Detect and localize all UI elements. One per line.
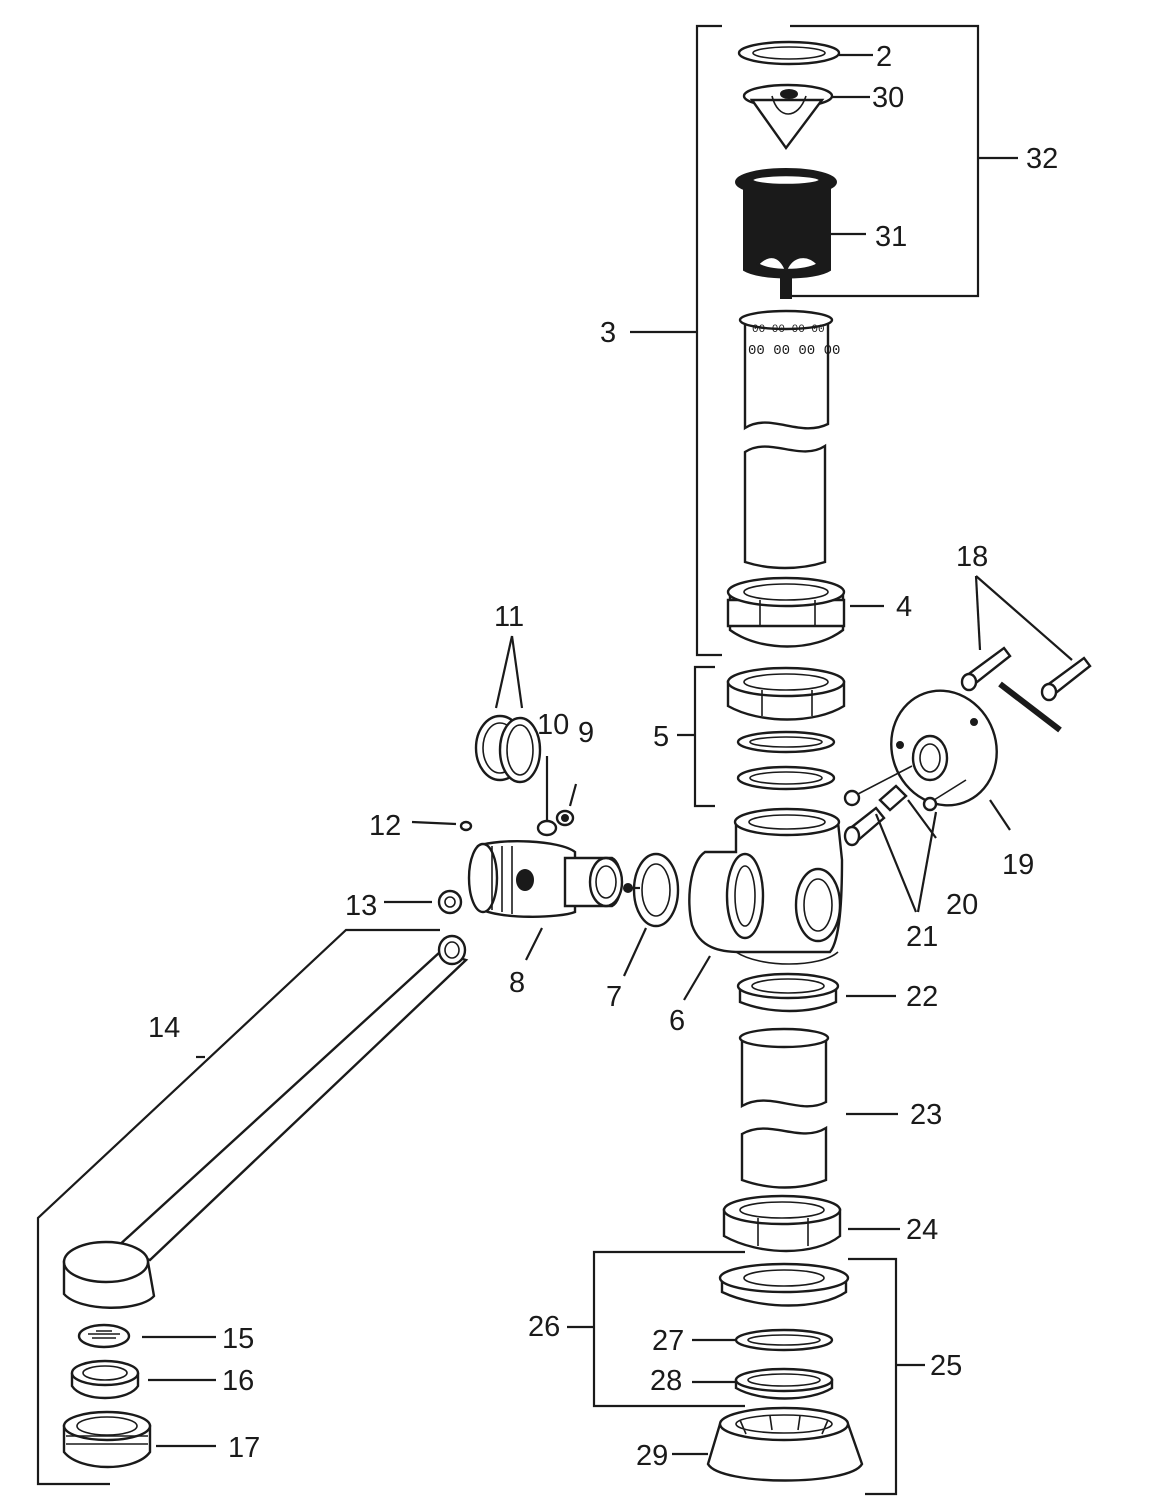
part-30-cone — [742, 83, 870, 151]
label-26: 26 — [528, 1311, 560, 1343]
label-2: 2 — [876, 41, 892, 73]
part-31-sleeve — [735, 168, 866, 299]
label-5: 5 — [653, 721, 669, 753]
label-9: 9 — [578, 717, 594, 749]
label-11: 11 — [494, 601, 524, 633]
part-9-ring — [555, 783, 578, 827]
label-16: 16 — [222, 1365, 254, 1397]
label-21: 21 — [906, 921, 938, 953]
part-29-spud-nut — [672, 1406, 864, 1482]
part-17-nut — [62, 1410, 216, 1469]
label-27: 27 — [652, 1325, 684, 1357]
label-30: 30 — [872, 82, 904, 114]
bracket-26 — [567, 1250, 745, 1408]
part-21-screws — [843, 765, 967, 913]
label-32: 32 — [1026, 143, 1058, 175]
label-13: 13 — [345, 890, 377, 922]
label-18: 18 — [956, 541, 988, 573]
part-10-screw — [536, 756, 558, 837]
part-5-nut-set — [726, 666, 846, 791]
part-27-washer — [692, 1328, 834, 1352]
part-6-valve-body — [688, 807, 844, 965]
label-22: 22 — [906, 981, 938, 1013]
label-29: 29 — [636, 1440, 668, 1472]
part-11-o-rings — [474, 635, 542, 784]
part-18-screws — [960, 575, 1092, 733]
label-28: 28 — [650, 1365, 682, 1397]
part-28-washer — [692, 1367, 834, 1400]
label-8: 8 — [509, 967, 525, 999]
label-23: 23 — [910, 1099, 942, 1131]
part-22-union — [736, 972, 896, 1013]
label-17: 17 — [228, 1432, 260, 1464]
label-15: 15 — [222, 1323, 254, 1355]
leader-lines — [525, 927, 711, 1001]
label-4: 4 — [896, 591, 912, 623]
part-15-screen — [77, 1323, 216, 1349]
part-24-nut — [722, 1194, 900, 1253]
label-14: 14 — [148, 1012, 180, 1044]
bracket-25 — [848, 1257, 925, 1496]
svg-text:00 00 00 00: 00 00 00 00 — [752, 324, 825, 336]
label-20: 20 — [946, 889, 978, 921]
bracket-32 — [790, 24, 1018, 298]
label-10: 10 — [537, 709, 569, 741]
part-spud-flange — [718, 1262, 850, 1307]
label-7: 7 — [606, 981, 622, 1013]
label-19: 19 — [1002, 849, 1034, 881]
part-8-handle-socket — [467, 840, 624, 918]
label-25: 25 — [930, 1350, 962, 1382]
part-13-washer — [384, 889, 463, 915]
part-7-stop-disc — [623, 852, 680, 928]
part-2-gasket — [737, 40, 873, 66]
bracket-5 — [677, 665, 715, 808]
svg-text:00 00 00 00: 00 00 00 00 — [748, 343, 840, 359]
part-19-flange — [890, 689, 1011, 831]
part-4-nut — [726, 576, 884, 648]
part-14-handle — [62, 934, 469, 1309]
label-24: 24 — [906, 1214, 938, 1246]
label-3: 3 — [600, 317, 616, 349]
part-3-tube: 00 00 00 00 00 00 00 00 — [738, 309, 840, 570]
label-6: 6 — [669, 1005, 685, 1037]
part-12-pin — [411, 820, 473, 832]
part-16-filter — [70, 1359, 216, 1400]
label-31: 31 — [875, 221, 907, 253]
bracket-14 — [36, 928, 440, 1486]
part-20-anchors — [843, 784, 937, 847]
bracket-3 — [630, 24, 722, 657]
part-23-tube — [738, 1027, 898, 1189]
label-12: 12 — [369, 810, 401, 842]
